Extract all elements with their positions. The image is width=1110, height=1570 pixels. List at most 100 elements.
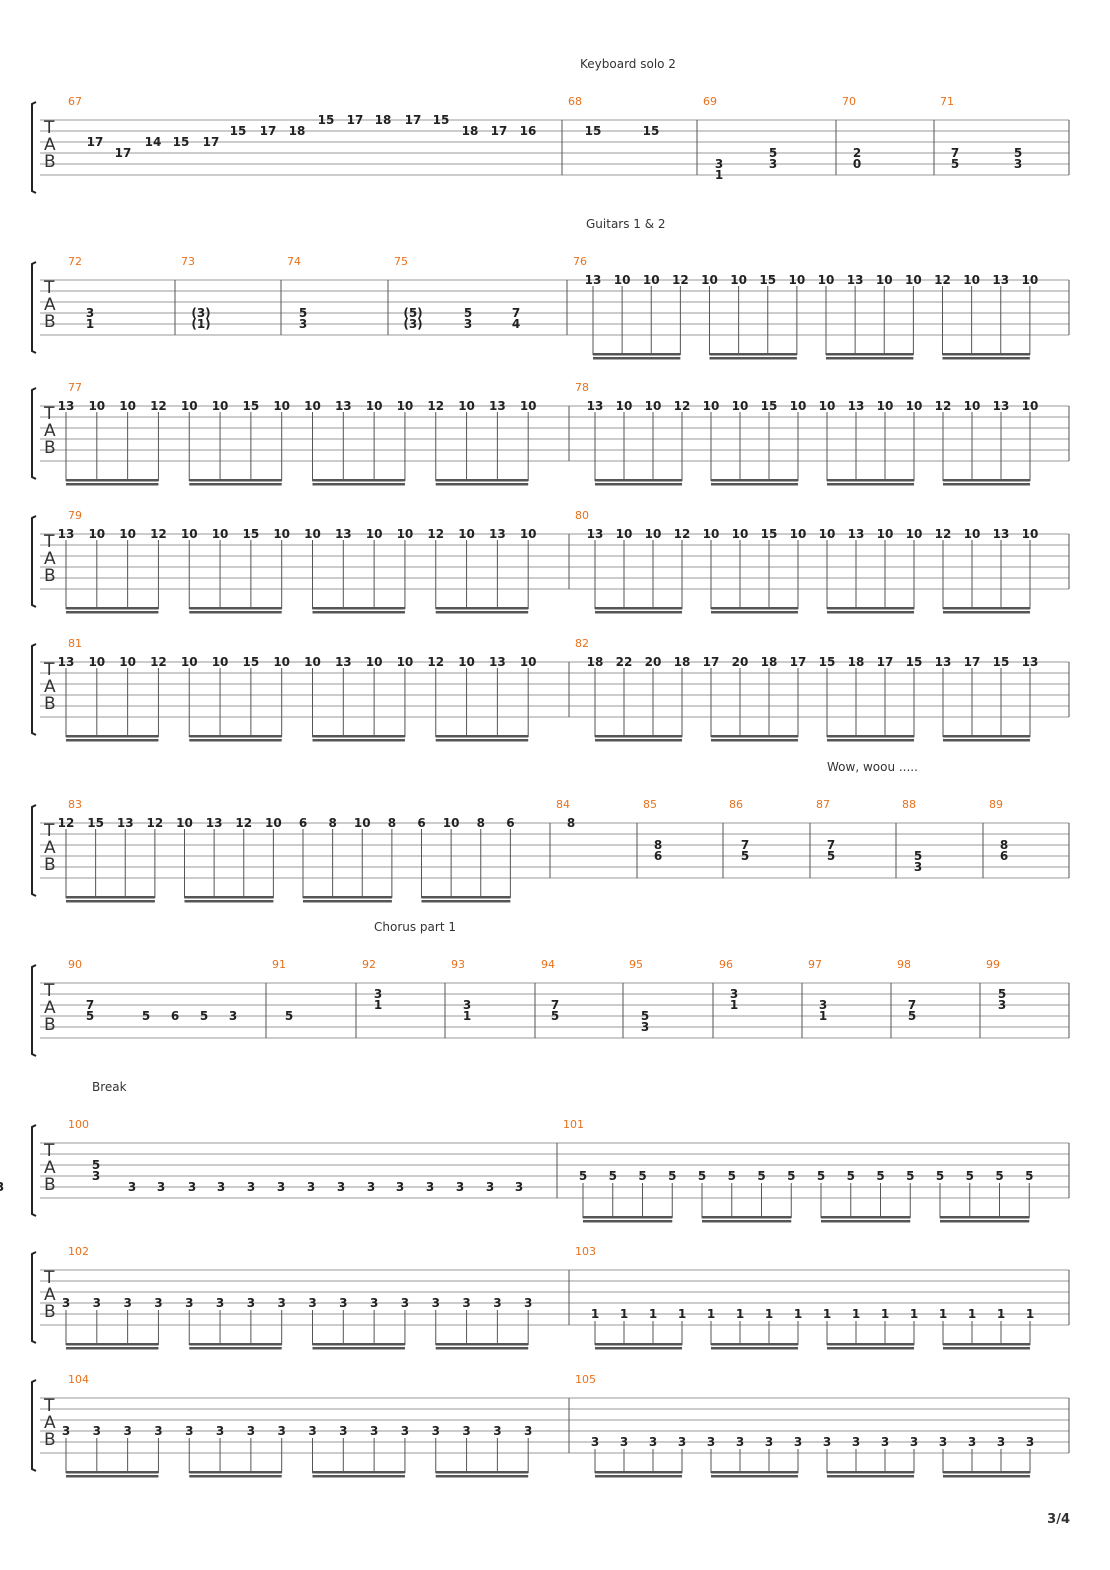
measure-number: 80 <box>575 509 589 522</box>
measure-number: 73 <box>181 255 195 268</box>
fret-number: 15 <box>433 113 450 127</box>
fret-number: 3 <box>299 317 307 331</box>
fret-number: 5 <box>92 1158 100 1172</box>
tab-clef-letter: B <box>44 694 56 714</box>
fret-number: 3 <box>308 1296 316 1310</box>
beam <box>189 1343 282 1346</box>
beam <box>827 1471 914 1474</box>
fret-number: 13 <box>847 273 864 287</box>
fret-number: 3 <box>910 1435 918 1449</box>
fret-number: 3 <box>649 1435 657 1449</box>
fret-number: 10 <box>304 399 321 413</box>
section-label: Chorus part 1 <box>374 920 456 934</box>
fret-number: 1 <box>86 317 94 331</box>
tab-clef-letter: T <box>43 1141 55 1161</box>
fret-number: 20 <box>645 655 662 669</box>
fret-number: 8 <box>567 816 575 830</box>
fret-number: 10 <box>616 399 633 413</box>
beam <box>595 607 682 610</box>
fret-number: 10 <box>366 655 383 669</box>
fret-number: 15 <box>993 655 1010 669</box>
measure-number: 95 <box>629 958 643 971</box>
fret-number: 3 <box>278 1296 286 1310</box>
fret-number: 15 <box>173 135 190 149</box>
fret-number: 5 <box>579 1169 587 1183</box>
fret-number: 3 <box>515 1180 523 1194</box>
fret-number: 10 <box>876 273 893 287</box>
measure-number: 105 <box>575 1373 596 1386</box>
measure-number: 104 <box>68 1373 89 1386</box>
fret-number: 15 <box>643 124 660 138</box>
measure-number: 75 <box>394 255 408 268</box>
tab-clef-letter: B <box>44 566 56 586</box>
beam <box>189 611 282 614</box>
fret-number: 12 <box>427 527 444 541</box>
beam <box>66 479 159 482</box>
fret-number: 10 <box>88 399 105 413</box>
system-bracket <box>31 1251 37 1344</box>
tab-clef-letter: T <box>43 821 55 841</box>
system-bracket <box>31 387 37 480</box>
beam <box>312 1343 405 1346</box>
fret-number: 10 <box>212 399 229 413</box>
measure-number: 103 <box>575 1245 596 1258</box>
beam <box>595 1475 682 1478</box>
fret-number: 10 <box>304 527 321 541</box>
beam <box>595 479 682 482</box>
fret-number: 10 <box>1022 273 1039 287</box>
fret-number: 7 <box>551 998 559 1012</box>
beam <box>66 900 155 903</box>
fret-number: 3 <box>707 1435 715 1449</box>
fret-number: 18 <box>674 655 691 669</box>
fret-number: 10 <box>443 816 460 830</box>
fret-number: 12 <box>674 399 691 413</box>
fret-number: 3 <box>464 317 472 331</box>
tab-clef-letter: T <box>43 1268 55 1288</box>
measure-number: 93 <box>451 958 465 971</box>
fret-number: 5 <box>551 1009 559 1023</box>
fret-number: 12 <box>150 399 167 413</box>
fret-number: 13 <box>993 399 1010 413</box>
fret-number: 1 <box>910 1307 918 1321</box>
fret-number: 6 <box>506 816 514 830</box>
fret-number: 3 <box>524 1424 532 1438</box>
measure-number: 67 <box>68 95 82 108</box>
fret-number: 3 <box>591 1435 599 1449</box>
beam <box>583 1216 673 1219</box>
fret-number: 15 <box>759 273 776 287</box>
fret-number: 3 <box>185 1424 193 1438</box>
fret-number: 10 <box>520 655 537 669</box>
beam <box>942 353 1030 356</box>
beam <box>435 735 529 738</box>
fret-number: 10 <box>964 399 981 413</box>
fret-number: 3 <box>229 1009 237 1023</box>
measure-number: 70 <box>842 95 856 108</box>
fret-number: 7 <box>827 838 835 852</box>
fret-number: 17 <box>87 135 104 149</box>
beam <box>711 1471 798 1474</box>
fret-number: 3 <box>123 1296 131 1310</box>
fret-number: 7 <box>951 146 959 160</box>
fret-number: 17 <box>703 655 720 669</box>
tab-clef-letter: T <box>43 1396 55 1416</box>
fret-number: 10 <box>119 655 136 669</box>
fret-number: 3 <box>247 1296 255 1310</box>
beam <box>711 1475 798 1478</box>
tab-clef-letter: B <box>44 1302 56 1322</box>
beam <box>595 739 682 742</box>
fret-number: 3 <box>247 1424 255 1438</box>
fret-number: 3 <box>524 1296 532 1310</box>
fret-number: 3 <box>819 998 827 1012</box>
tab-clef-letter: T <box>43 981 55 1001</box>
fret-number: 1 <box>765 1307 773 1321</box>
fret-number: 1 <box>1026 1307 1034 1321</box>
measure-number: 92 <box>362 958 376 971</box>
beam <box>312 1471 405 1474</box>
fret-number: 3 <box>307 1180 315 1194</box>
fret-number: 3 <box>1026 1435 1034 1449</box>
fret-number: 10 <box>366 399 383 413</box>
tab-clef-letter: A <box>44 677 56 697</box>
fret-number: 2 <box>853 146 861 160</box>
